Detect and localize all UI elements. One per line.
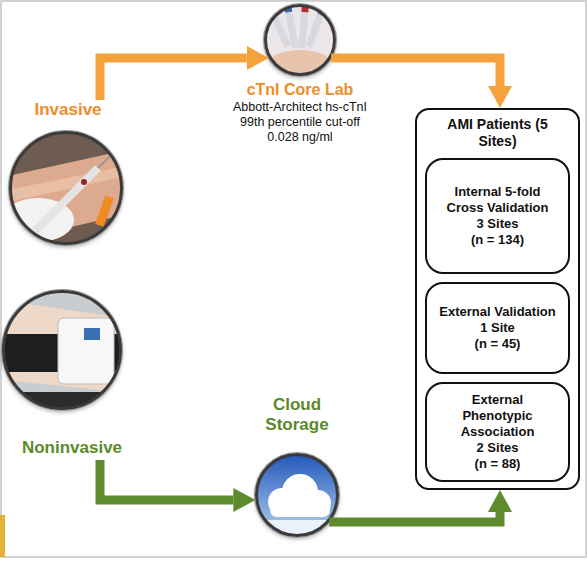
node-label: (n = 88): [475, 456, 521, 472]
photo-circle: Invasive: [8, 100, 128, 248]
node-label: External Validation: [439, 304, 555, 320]
node-label: Invasive: [34, 100, 101, 120]
flow-arrow: [100, 460, 233, 500]
text-group: Internal 5-fold Cross Validation3 Sites(…: [427, 160, 568, 272]
text-group: Noninvasive: [2, 438, 142, 458]
group-box: AMI Patients (5 Sites) Internal 5-fold Cr…: [415, 108, 580, 490]
node-label: AMI Patients (5 Sites): [443, 116, 553, 150]
node-label: Abbott-Architect hs-cTnI 99th percentile…: [224, 100, 376, 145]
syringe-needle: [98, 154, 112, 168]
page-frame: [1, 1, 586, 557]
syringe-body: [30, 168, 98, 236]
photo-ring: [264, 4, 336, 76]
text-group: cTnI Core LabAbbott-Architect hs-cTnI 99…: [205, 80, 395, 145]
photo-ring: [2, 290, 122, 410]
photo-ring: [9, 131, 123, 245]
photo-circle: cTnI Core LabAbbott-Architect hs-cTnI 99…: [205, 0, 395, 160]
text-group: External Phenotypic Association2 Sites(n…: [427, 384, 568, 480]
cloud-photo: [255, 453, 339, 540]
cloud-base: [270, 503, 330, 517]
blood-draw-photo: [2, 130, 126, 248]
sample-tube: [95, 196, 114, 227]
node-label: (n = 134): [471, 232, 524, 248]
flow-arrow: [100, 58, 247, 100]
node-label: 1 Site: [480, 320, 515, 336]
node-label: External Phenotypic Association: [439, 392, 557, 440]
cohort-box: External Phenotypic Association2 Sites(n…: [425, 382, 570, 482]
device-screen: [84, 328, 100, 340]
blood-drop: [81, 179, 87, 185]
photo-circle: Cloud Storage: [237, 395, 357, 540]
node-label: Noninvasive: [22, 438, 122, 458]
text-group: Invasive: [8, 100, 128, 120]
flow-arrow: [329, 512, 500, 522]
cohort-box: External Validation1 Site(n = 45): [425, 282, 570, 374]
node-label: cTnI Core Lab: [247, 80, 354, 100]
sensor-device: [58, 318, 114, 384]
tube-cap: [267, 6, 277, 16]
cohort-box: Internal 5-fold Cross Validation3 Sites(…: [425, 158, 570, 274]
cloud-bank: [255, 520, 339, 540]
photo-circle: Noninvasive: [2, 288, 142, 460]
text-group: AMI Patients (5 Sites): [417, 116, 578, 150]
node-label: (n = 45): [475, 336, 521, 352]
flow-arrow: [331, 58, 500, 86]
edge-mark: [0, 515, 5, 557]
tube-cap: [317, 6, 326, 16]
blood-tubes-photo: [264, 4, 336, 82]
photo-ring: [255, 453, 339, 537]
wearable-photo: [2, 290, 122, 412]
node-label: 2 Sites: [477, 440, 519, 456]
node-label: 3 Sites: [477, 216, 519, 232]
text-group: External Validation1 Site(n = 45): [427, 284, 568, 372]
hand: [266, 50, 334, 82]
arm-skin: [2, 300, 122, 392]
node-label: Internal 5-fold Cross Validation: [439, 184, 557, 216]
text-group: Cloud Storage: [237, 395, 357, 435]
node-label: Cloud Storage: [252, 395, 342, 435]
